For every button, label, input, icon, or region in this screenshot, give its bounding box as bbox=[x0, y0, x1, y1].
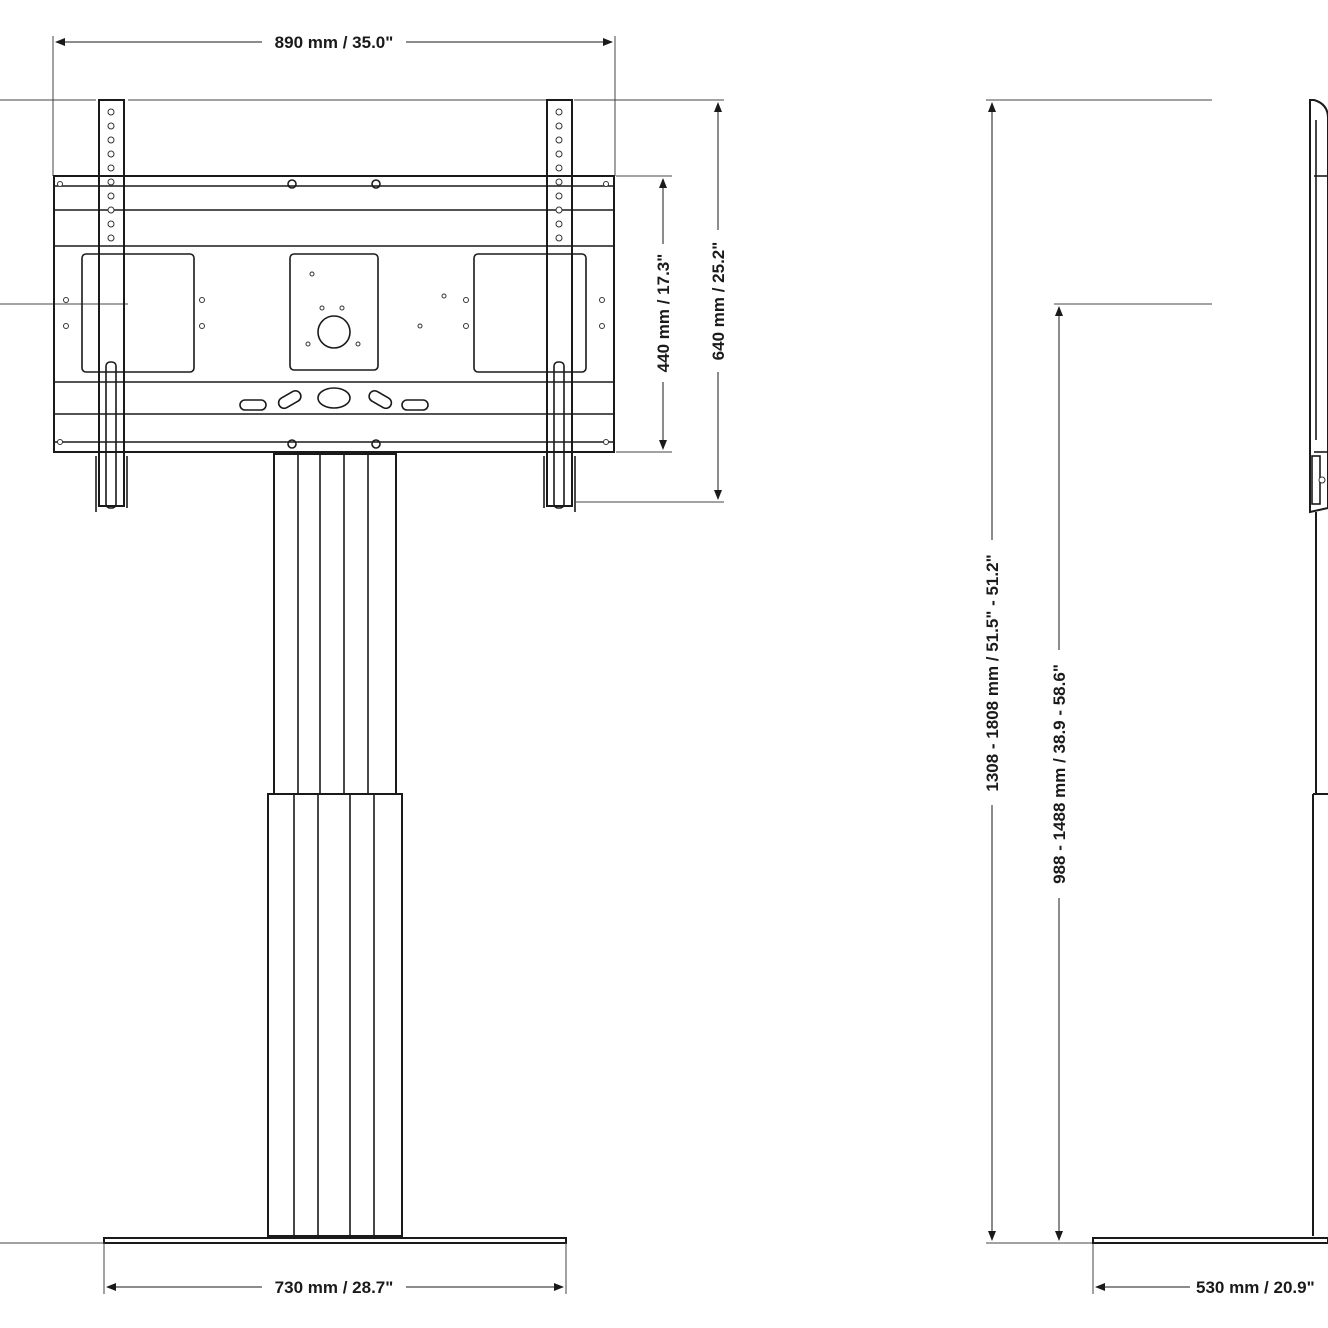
dim-bracket-height: 640 mm / 25.2" bbox=[709, 242, 728, 361]
dim-base-front-width: 730 mm / 28.7" bbox=[275, 1278, 394, 1297]
front-base bbox=[0, 1237, 567, 1294]
mounting-plate bbox=[53, 175, 615, 453]
dim-base-depth: 530 mm / 20.9" bbox=[1196, 1278, 1315, 1297]
dim-top-width: 890 mm / 35.0" bbox=[275, 33, 394, 52]
upper-column bbox=[273, 453, 397, 795]
left-bracket bbox=[95, 99, 128, 512]
dim-center-height: 988 - 1488 mm / 38.9 - 58.6" bbox=[1050, 664, 1069, 884]
lower-column bbox=[267, 793, 403, 1237]
side-profile bbox=[1092, 99, 1328, 1244]
side-view: 1308 - 1808 mm / 51.5" - 51.2" 988 - 148… bbox=[983, 99, 1328, 1297]
front-view: 890 mm / 35.0" 730 mm / 28.7" 440 mm / 1… bbox=[0, 33, 728, 1297]
dim-plate-height: 440 mm / 17.3" bbox=[654, 254, 673, 373]
dim-total-height: 1308 - 1808 mm / 51.5" - 51.2" bbox=[983, 554, 1002, 791]
right-bracket bbox=[543, 99, 576, 512]
